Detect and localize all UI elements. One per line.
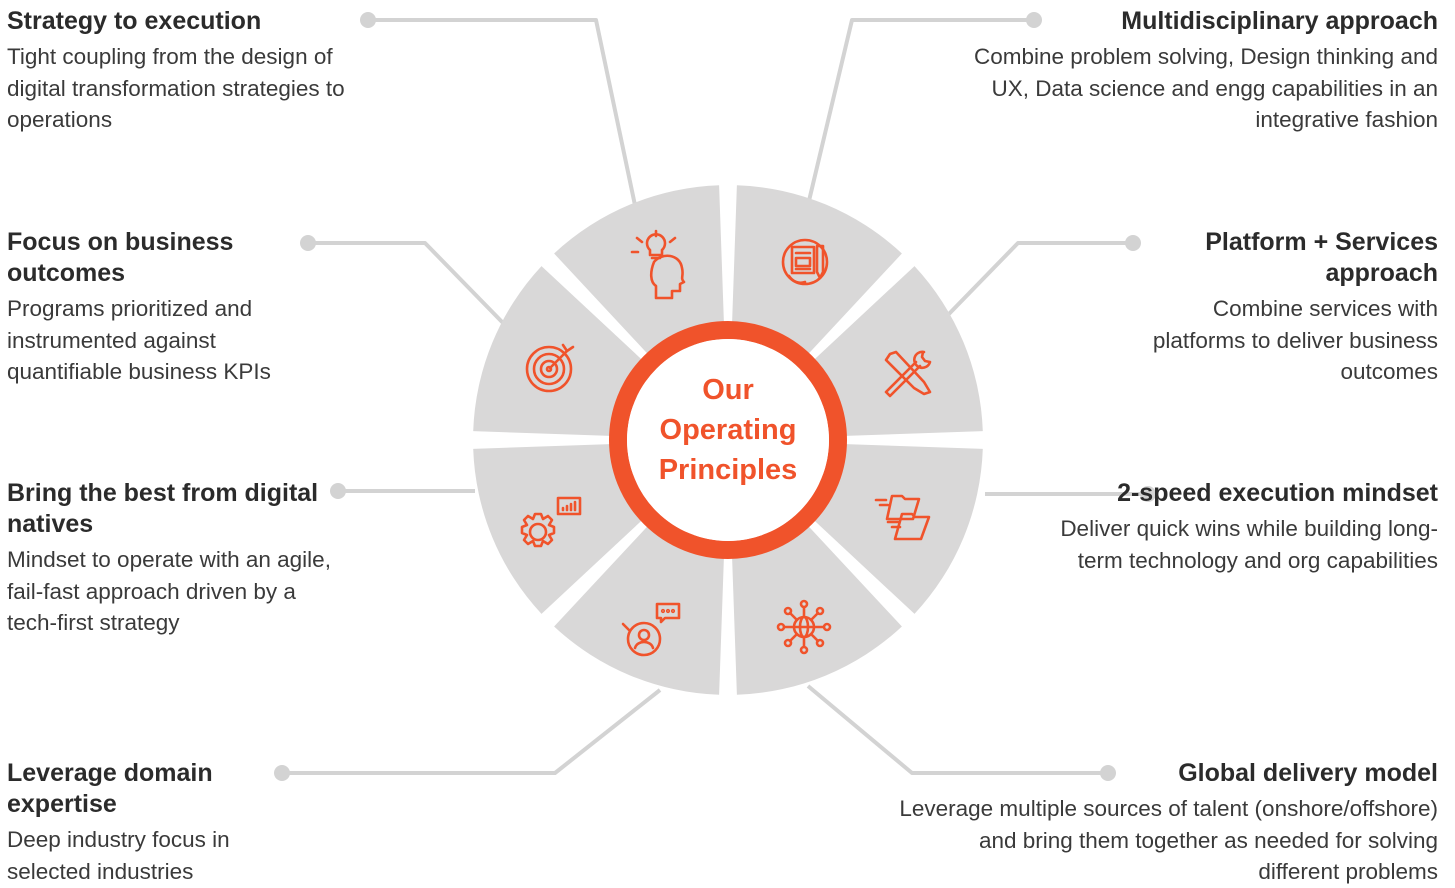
principle-title: Platform + Services approach (1205, 228, 1438, 287)
global-network-icon (776, 599, 832, 655)
connector-dot (330, 483, 346, 499)
principle-description: Deliver quick wins while building long-t… (1060, 516, 1438, 573)
principle-title: 2-speed execution mindset (1117, 479, 1438, 507)
principle-description: Tight coupling from the design of digita… (7, 44, 345, 132)
blueprint-tools-icon (781, 238, 829, 286)
inner-ring (609, 321, 847, 559)
connector-business-outcomes (308, 241, 508, 328)
principle-description: Combine services with platforms to deliv… (1152, 296, 1438, 384)
principle-description: Deep industry focus in selected industri… (7, 827, 230, 884)
ring-segment (814, 266, 983, 436)
gear-chart-icon (520, 496, 582, 548)
principle-title: Multidisciplinary approach (1121, 7, 1438, 35)
connector-strategy (368, 18, 638, 211)
principle-leverage-domain-expertise: Leverage domain expertise Deep industry … (7, 758, 272, 887)
principle-platform-services-approach: Platform + Services approach Combine ser… (1148, 227, 1438, 388)
principle-description: Mindset to operate with an agile, fail-f… (7, 547, 331, 635)
center-title: Our Operating Principles (613, 370, 843, 490)
fast-folders-icon (874, 494, 931, 541)
ring-segment (554, 185, 724, 354)
principle-best-from-digital-natives: Bring the best from digital natives Mind… (7, 478, 337, 639)
principle-focus-on-business-outcomes: Focus on business outcomes Programs prio… (7, 227, 327, 388)
expert-chat-icon (621, 602, 681, 657)
center-title-line: Our (702, 374, 754, 406)
principle-title: Leverage domain expertise (7, 759, 213, 818)
principle-strategy-to-execution: Strategy to execution Tight coupling fro… (7, 6, 352, 136)
connector-dot (1140, 486, 1156, 502)
ring-segment (554, 526, 724, 695)
connector-dot (1026, 12, 1042, 28)
target-icon (525, 343, 575, 393)
principle-multidisciplinary-approach: Multidisciplinary approach Combine probl… (938, 6, 1438, 136)
center-title-line: Operating (659, 414, 797, 446)
connector-multidisciplinary (806, 18, 1034, 206)
principle-description: Leverage multiple sources of talent (ons… (899, 796, 1438, 884)
connector-dot (1100, 765, 1116, 781)
ring-segment (473, 266, 642, 436)
idea-head-icon (630, 229, 686, 300)
principle-two-speed-execution-mindset: 2-speed execution mindset Deliver quick … (1058, 478, 1438, 576)
inner-circle (627, 339, 829, 541)
connector-platform-services (943, 241, 1133, 320)
principle-title: Focus on business outcomes (7, 228, 234, 287)
principle-global-delivery-model: Global delivery model Leverage multiple … (898, 758, 1438, 888)
center-title-line: Principles (658, 454, 798, 486)
connector-dot (360, 12, 376, 28)
principle-title: Strategy to execution (7, 7, 262, 35)
principle-description: Combine problem solving, Design thinking… (973, 44, 1438, 132)
principle-description: Programs prioritized and instrumented ag… (7, 296, 271, 384)
connector-dot (300, 235, 316, 251)
connector-domain-expertise (282, 688, 662, 775)
principle-title: Bring the best from digital natives (7, 479, 319, 538)
tools-icon (884, 350, 932, 398)
connector-dot (1125, 235, 1141, 251)
principle-title: Global delivery model (1178, 759, 1438, 787)
ring-segment (473, 444, 642, 614)
connector-global-delivery (806, 684, 1108, 775)
connector-dot (274, 765, 290, 781)
